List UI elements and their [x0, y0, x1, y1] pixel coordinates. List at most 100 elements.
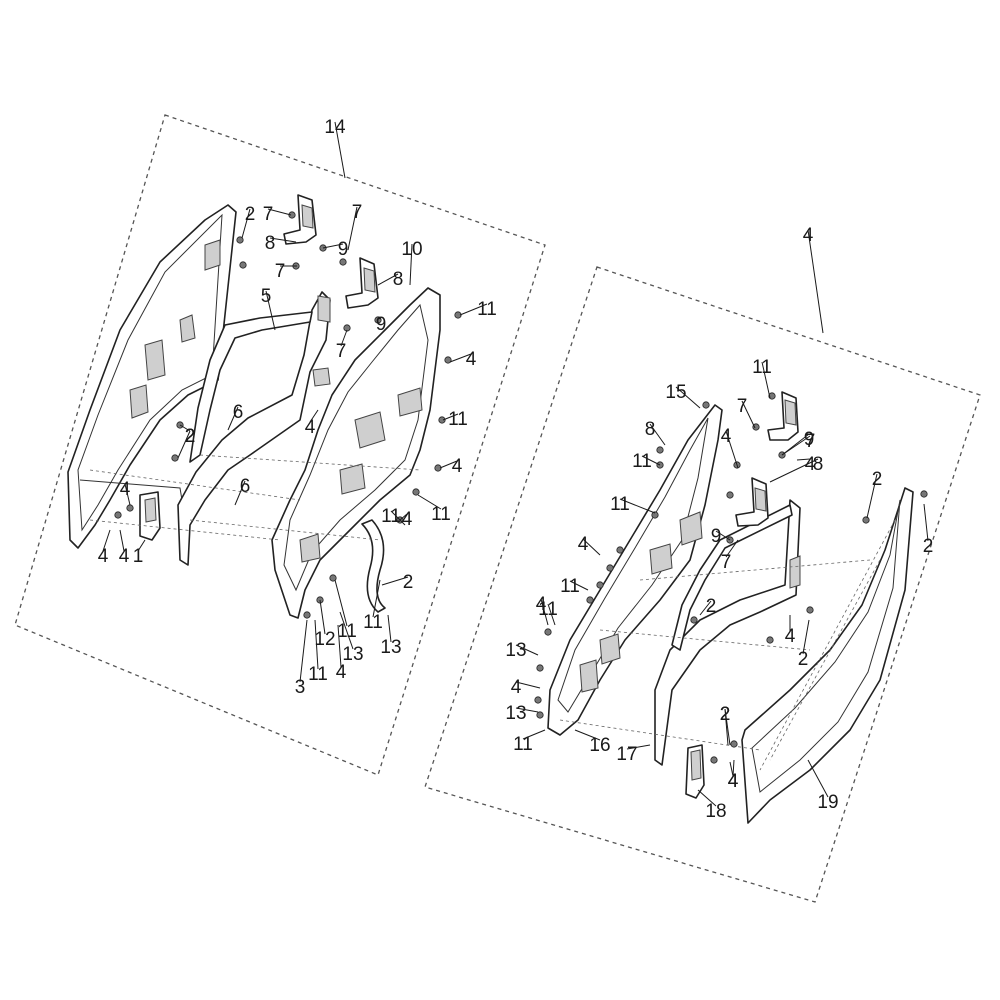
callout-leader — [675, 386, 701, 409]
callout-label: 11 — [308, 664, 328, 685]
callout-label: 1 — [133, 546, 144, 567]
callout-label: 7 — [263, 204, 274, 225]
callout-leader — [715, 530, 731, 541]
callout-label: 18 — [705, 801, 726, 822]
door-check-strap — [361, 519, 386, 613]
callout-leader — [234, 480, 246, 506]
callout-leader — [802, 619, 810, 655]
door-inner-panel-right — [547, 404, 723, 736]
assembly-14-boundary — [14, 114, 546, 776]
callout-leader — [322, 243, 344, 249]
callout-label: 2 — [720, 704, 731, 725]
callout-leader — [725, 539, 739, 558]
callout-leader — [314, 619, 319, 670]
callout-leader — [409, 243, 413, 286]
callout-leader — [649, 423, 666, 446]
callout-leader — [626, 744, 651, 750]
callout-label: 4 — [452, 456, 463, 477]
callout-label: 2 — [403, 572, 414, 593]
callout-label: 2 — [706, 596, 717, 617]
callout-leader — [347, 206, 358, 251]
callout-leader — [227, 406, 239, 431]
callout-leader — [796, 458, 811, 461]
door-frame — [177, 291, 331, 566]
callout-label: 7 — [805, 431, 816, 452]
door-inner-panel — [271, 287, 441, 619]
callout-label: 3 — [295, 677, 306, 698]
callout-label: 11 — [448, 409, 468, 430]
callout-label: 2 — [872, 469, 883, 490]
callout-label: 4 — [728, 771, 739, 792]
upper-hinge-left — [283, 194, 317, 245]
callout-label: 2 — [185, 426, 196, 447]
callout-label: 4 — [721, 426, 732, 447]
callout-label: 5 — [261, 286, 272, 307]
callout-leader — [449, 353, 472, 363]
callout-label: 8 — [645, 419, 656, 440]
callout-leader — [417, 494, 442, 510]
callout-leader — [697, 789, 717, 807]
callout-label: 11 — [431, 504, 451, 525]
callout-label: 11 — [363, 612, 383, 633]
lower-hinge-right — [735, 477, 769, 527]
callout-leader — [923, 503, 929, 542]
callout-label: 4 — [728, 771, 739, 792]
door-frame-right — [654, 499, 801, 766]
callout-label: 13 — [505, 640, 526, 661]
callout-leader — [732, 759, 735, 777]
callout-label: 11 — [560, 576, 580, 597]
callout-leader — [582, 538, 601, 556]
callout-label: 4 — [578, 534, 589, 555]
callout-label: 7 — [275, 261, 286, 282]
callout-label: 2 — [720, 704, 731, 725]
callout-leader — [390, 510, 406, 526]
callout-leader — [807, 759, 829, 798]
callout-leader — [547, 603, 556, 626]
callout-label: 13 — [505, 703, 526, 724]
callout-label: 13 — [380, 637, 401, 658]
callout-label: 7 — [721, 552, 732, 573]
callout-leader — [381, 576, 409, 586]
door-outer-panel-right — [741, 487, 914, 824]
callout-label: 4 — [305, 417, 316, 438]
callout-leader — [102, 529, 111, 552]
callout-label: 4 — [536, 594, 547, 615]
callout-leader — [267, 208, 292, 216]
callout-leader — [515, 644, 539, 656]
callout-label: 8 — [265, 233, 276, 254]
callout-label: 8 — [813, 454, 824, 475]
callout-leader — [741, 400, 756, 429]
callout-label: 4 — [120, 479, 131, 500]
callout-leader — [569, 580, 589, 591]
callout-leader — [299, 619, 308, 683]
callout-leader — [319, 599, 326, 635]
callout-leader — [387, 614, 392, 643]
callout-leader — [334, 121, 346, 179]
callout-leader — [372, 579, 381, 618]
callout-leader — [781, 435, 811, 456]
callout-leader — [269, 237, 297, 243]
callout-label: 4 — [805, 454, 816, 475]
callout-label: 15 — [665, 382, 686, 403]
callout-label: 7 — [336, 341, 347, 362]
callout-leader — [725, 430, 739, 469]
callout-label: 9 — [804, 429, 815, 450]
callout-label: 11 — [513, 734, 533, 755]
callout-leader — [724, 708, 731, 746]
callout-label: 9 — [376, 314, 387, 335]
callout-leader — [515, 681, 541, 689]
callout-label: 4 — [119, 546, 130, 567]
callout-leader — [515, 707, 539, 713]
callout-leader — [641, 455, 661, 466]
right-door-assembly — [534, 391, 928, 824]
door-latch-right — [685, 744, 705, 799]
callout-leader — [124, 483, 131, 506]
callout-label: 2 — [923, 536, 934, 557]
callout-leader — [334, 579, 348, 627]
callout-label: 11 — [538, 599, 558, 620]
upper-hinge-right — [767, 391, 799, 441]
callout-leader — [769, 458, 819, 483]
callout-label: 8 — [393, 269, 404, 290]
